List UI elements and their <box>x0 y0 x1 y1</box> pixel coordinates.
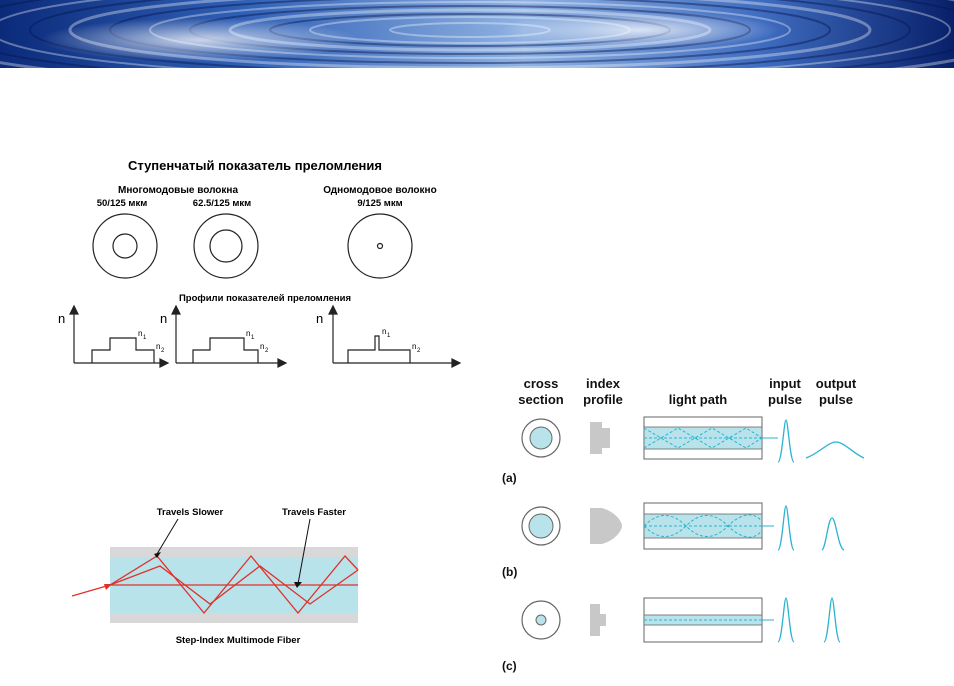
n1-label-3: n <box>382 327 386 336</box>
n1-sub-3: 1 <box>387 333 391 339</box>
fiber-50-core <box>112 233 138 259</box>
fiber-comparison-figure: cross section index profile light path i… <box>502 376 865 673</box>
n2-sub-2: 2 <box>265 348 269 354</box>
row-c <box>521 597 841 643</box>
n1-sub-1: 1 <box>143 335 147 341</box>
row-a-label: (a) <box>502 471 517 485</box>
profile-50 <box>69 304 170 368</box>
col-index-label: index <box>586 376 621 391</box>
col-input-pulse-label: pulse <box>768 392 802 407</box>
col-output-pulse-label: pulse <box>819 392 853 407</box>
col-output-label: output <box>816 376 857 391</box>
axis-n-3: n <box>316 311 323 326</box>
col-section-label: section <box>518 392 564 407</box>
header-banner <box>0 0 954 68</box>
fiber-9-core <box>376 242 384 250</box>
n2-label-2: n <box>260 342 264 351</box>
singlemode-label: Одномодовое волокно <box>323 185 436 196</box>
fiber-9-label: 9/125 мкм <box>357 198 402 209</box>
axis-n-1: n <box>58 311 65 326</box>
n2-sub-3: 2 <box>417 348 421 354</box>
multimode-ray-diagram: Travels Slower Travels Faster Step-Index… <box>71 507 359 646</box>
col-cross-label: cross <box>524 376 559 391</box>
step-index-title: Ступенчатый показатель преломления <box>128 158 382 173</box>
n1-label-1: n <box>138 329 142 338</box>
multimode-label: Многомодовые волокна <box>118 185 238 196</box>
n1-sub-2: 1 <box>251 335 255 341</box>
n1-label-2: n <box>246 329 250 338</box>
col-light-path-label: light path <box>669 392 728 407</box>
row-c-label: (c) <box>502 659 517 673</box>
fiber-62-core <box>209 229 243 263</box>
fiber-50-cladding <box>92 213 158 279</box>
n2-label-3: n <box>412 342 416 351</box>
fiber-caption: Step-Index Multimode Fiber <box>176 635 301 646</box>
axis-n-2: n <box>160 311 167 326</box>
n2-sub-1: 2 <box>161 348 165 354</box>
profile-9 <box>328 304 462 368</box>
travels-slower-label: Travels Slower <box>157 507 224 518</box>
ray-arrowhead <box>104 584 112 590</box>
fiber-62-cladding <box>193 213 259 279</box>
water-ripple-banner <box>0 0 954 68</box>
profile-62 <box>171 304 288 368</box>
col-input-label: input <box>769 376 801 391</box>
fiber-9-cladding <box>347 213 413 279</box>
fiber-50-label: 50/125 мкм <box>97 198 148 209</box>
n2-label-1: n <box>156 342 160 351</box>
col-profile-label: profile <box>583 392 623 407</box>
profiles-title: Профили показателей преломления <box>179 293 351 304</box>
row-b-label: (b) <box>502 565 517 579</box>
row-a <box>521 416 865 463</box>
travels-faster-label: Travels Faster <box>282 507 346 518</box>
fiber-62-label: 62.5/125 мкм <box>193 198 251 209</box>
row-b <box>521 502 845 551</box>
step-index-diagram: Ступенчатый показатель преломления Много… <box>58 158 462 368</box>
